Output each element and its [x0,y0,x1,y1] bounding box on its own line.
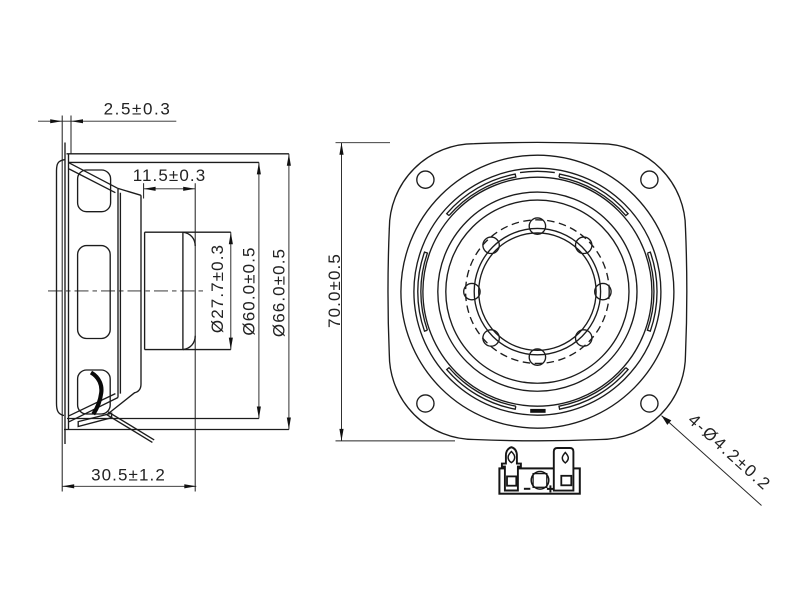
svg-text:Ø27.7±0.3: Ø27.7±0.3 [208,244,227,333]
svg-text:Ø66.0±0.5: Ø66.0±0.5 [270,248,289,337]
svg-text:11.5±0.3: 11.5±0.3 [133,166,207,185]
svg-text:30.5±1.2: 30.5±1.2 [91,466,166,485]
svg-text:70.0±0.5: 70.0±0.5 [325,253,344,328]
svg-text:2.5±0.3: 2.5±0.3 [104,100,172,119]
svg-text:Ø60.0±0.5: Ø60.0±0.5 [240,246,259,335]
